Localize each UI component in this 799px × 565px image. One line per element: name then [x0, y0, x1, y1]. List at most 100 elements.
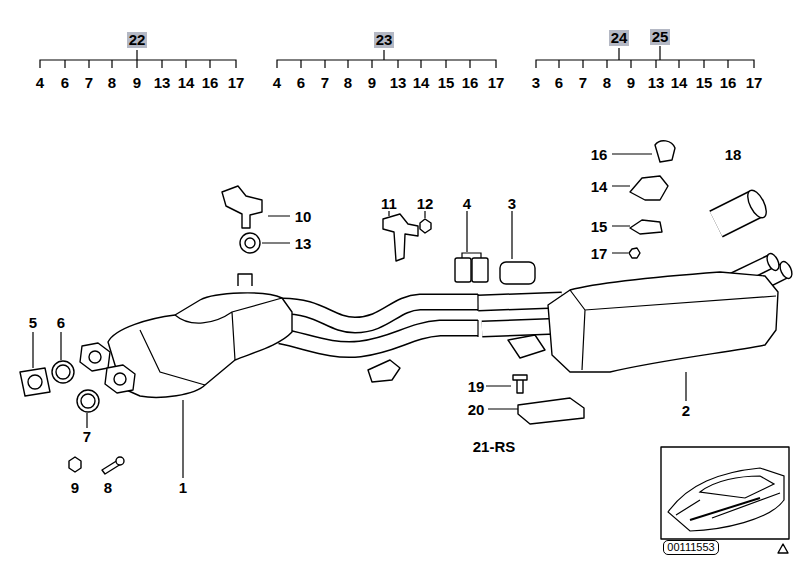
group-member-number: 6: [297, 74, 305, 91]
front-muffler: [114, 373, 126, 385]
reference-triangle: [778, 544, 788, 553]
loose-parts: [240, 233, 260, 253]
group-member-number: 8: [603, 74, 611, 91]
group-number: 23: [376, 32, 393, 48]
car-inset: [676, 476, 780, 518]
callout-number: 19: [468, 378, 485, 395]
front-muffler: [238, 274, 252, 286]
group-member-number: 16: [720, 74, 737, 91]
exhaust-pipe: [280, 328, 478, 350]
loose-parts: [518, 398, 584, 424]
callout-number: 15: [591, 218, 608, 235]
group-member-number: 6: [555, 74, 563, 91]
callout-number: 13: [295, 235, 312, 252]
group-member-number: 14: [413, 74, 430, 91]
group-bracket: [40, 50, 236, 68]
group-member-number: 17: [746, 74, 763, 91]
front-muffler: [80, 274, 400, 397]
exhaust-pipe: [765, 252, 782, 273]
group-bracket: [536, 46, 754, 68]
loose-parts: [20, 141, 770, 474]
loose-parts: [56, 365, 70, 379]
group-member-number: 9: [368, 74, 376, 91]
leader-lines: [33, 154, 686, 478]
callout-number: 18: [725, 146, 742, 163]
group-number-box: 25: [650, 29, 671, 45]
callout-number: 17: [591, 245, 608, 262]
callout-number: 11: [381, 195, 397, 212]
group-member-number: 8: [344, 74, 352, 91]
group-member-number: 3: [532, 74, 540, 91]
group-number-box: 22: [127, 32, 148, 48]
group-member-number: 4: [273, 74, 281, 91]
group-member-number: 9: [133, 74, 141, 91]
group-member-number: 15: [438, 74, 455, 91]
loose-parts: [222, 186, 262, 228]
car-inset: [668, 468, 784, 531]
group-number-box: 24: [609, 30, 630, 46]
group-member-number: 13: [390, 74, 407, 91]
front-muffler: [368, 360, 400, 382]
callout-number: 16: [591, 146, 608, 163]
loose-parts: [462, 253, 481, 258]
exhaust-pipe: [280, 328, 478, 350]
group-member-number: 7: [85, 74, 93, 91]
loose-parts: [630, 176, 668, 200]
loose-parts: [81, 394, 95, 408]
group-member-number: 6: [61, 74, 69, 91]
group-member-number: 4: [36, 74, 44, 91]
loose-parts: [245, 238, 255, 248]
car-inset: [661, 447, 789, 539]
front-muffler: [89, 351, 101, 363]
callout-number: 21-RS: [473, 438, 516, 455]
callout-number: 9: [71, 479, 79, 496]
group-number-box: 23: [374, 32, 395, 48]
loose-parts: [629, 248, 640, 258]
front-muffler: [105, 365, 135, 393]
callout-number: 4: [463, 195, 471, 212]
loose-parts: [513, 375, 527, 380]
callout-number: 10: [295, 208, 312, 225]
loose-parts: [420, 219, 431, 233]
group-member-number: 14: [671, 74, 688, 91]
car-inset: [661, 447, 789, 539]
exhaust-pipe: [477, 294, 478, 337]
loose-parts: [20, 368, 50, 396]
callout-number: 8: [104, 479, 112, 496]
loose-parts: [77, 390, 99, 412]
loose-parts: [630, 220, 662, 234]
group-member-number: 7: [579, 74, 587, 91]
loose-parts: [500, 262, 535, 284]
leader-lines: [33, 154, 686, 478]
loose-parts: [744, 187, 770, 220]
group-bracket: [40, 46, 754, 68]
group-number: 22: [129, 32, 146, 48]
group-number: 25: [652, 29, 669, 45]
callout-number: 20: [468, 401, 485, 418]
group-bracket: [277, 50, 496, 68]
rear-muffler: [508, 335, 545, 358]
exhaust-pipe: [778, 260, 795, 281]
loose-parts: [455, 258, 471, 282]
exhaust-pipe: [478, 300, 562, 303]
group-member-number: 16: [202, 74, 219, 91]
callout-number: 7: [83, 428, 91, 445]
group-member-number: 15: [696, 74, 713, 91]
loose-parts: [383, 214, 418, 261]
loose-parts: [52, 361, 74, 383]
group-member-number: 17: [488, 74, 505, 91]
group-number: 24: [611, 30, 628, 46]
car-inset: [690, 498, 760, 520]
callout-number: 6: [57, 314, 65, 331]
group-member-number: 16: [462, 74, 479, 91]
rear-muffler: [570, 290, 776, 370]
group-member-number: 13: [154, 74, 171, 91]
loose-parts: [472, 258, 488, 282]
exhaust-pipe: [478, 300, 562, 303]
callout-number: 12: [417, 195, 434, 212]
loose-parts: [28, 375, 42, 389]
group-member-number: 8: [108, 74, 116, 91]
front-muffler: [80, 343, 110, 371]
group-member-number: 17: [228, 74, 245, 91]
